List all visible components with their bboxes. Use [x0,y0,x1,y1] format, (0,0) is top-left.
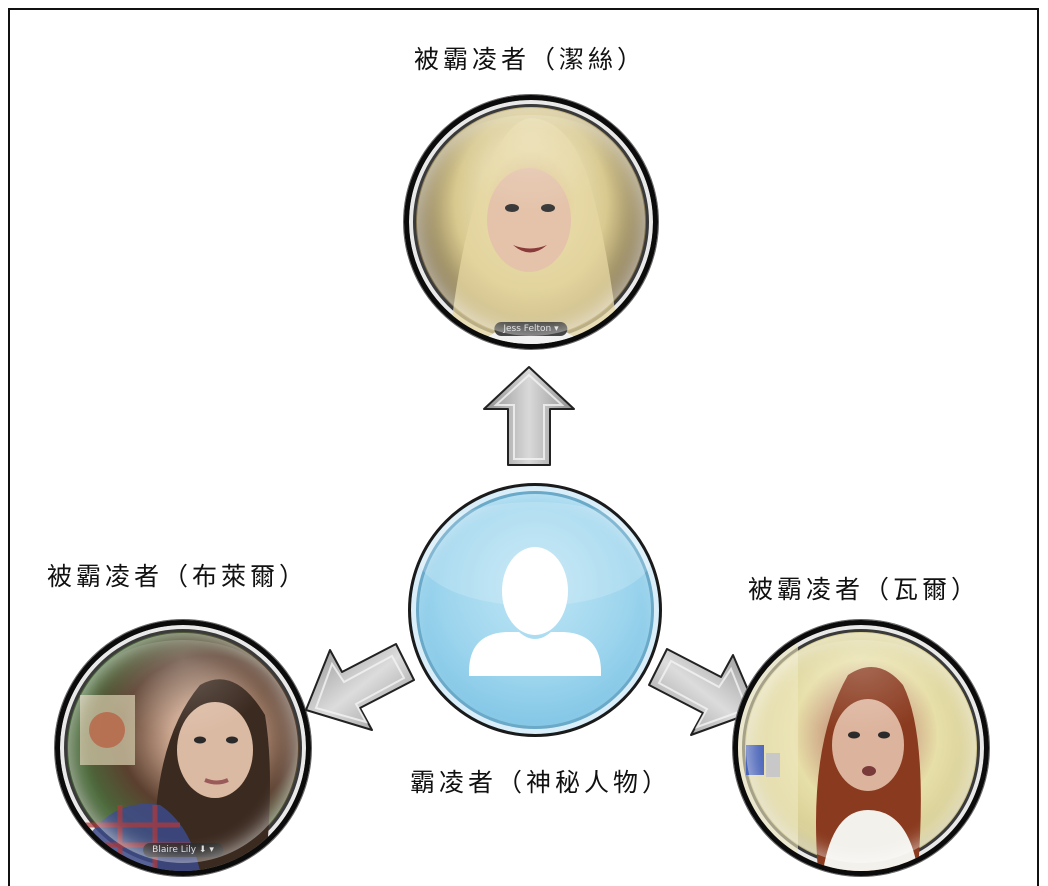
right-node-label: 被霸凌者（瓦爾） [748,575,981,604]
diagram-frame [8,8,1039,886]
left-node-label: 被霸凌者（布萊爾） [47,562,309,591]
top-name-tag: Jess Felton ▾ [494,322,568,336]
top-node-photo: Jess Felton ▾ [404,95,658,349]
left-name-tag: Blaire Lily ⬇ ▾ [143,843,223,857]
right-node-photo [733,620,989,876]
person-silhouette-icon [417,502,653,676]
arrow-down-right-icon [648,648,758,736]
top-face-sketch [449,118,619,344]
arrow-up-icon [483,366,575,466]
center-node-label: 霸凌者（神秘人物） [410,768,672,797]
center-node [408,483,662,737]
left-node-photo: Blaire Lily ⬇ ▾ [55,620,311,876]
left-face-sketch [70,679,270,871]
top-node-label: 被霸凌者（潔絲） [414,45,647,74]
right-face-sketch [738,625,921,871]
arrow-down-left-icon [305,643,415,731]
